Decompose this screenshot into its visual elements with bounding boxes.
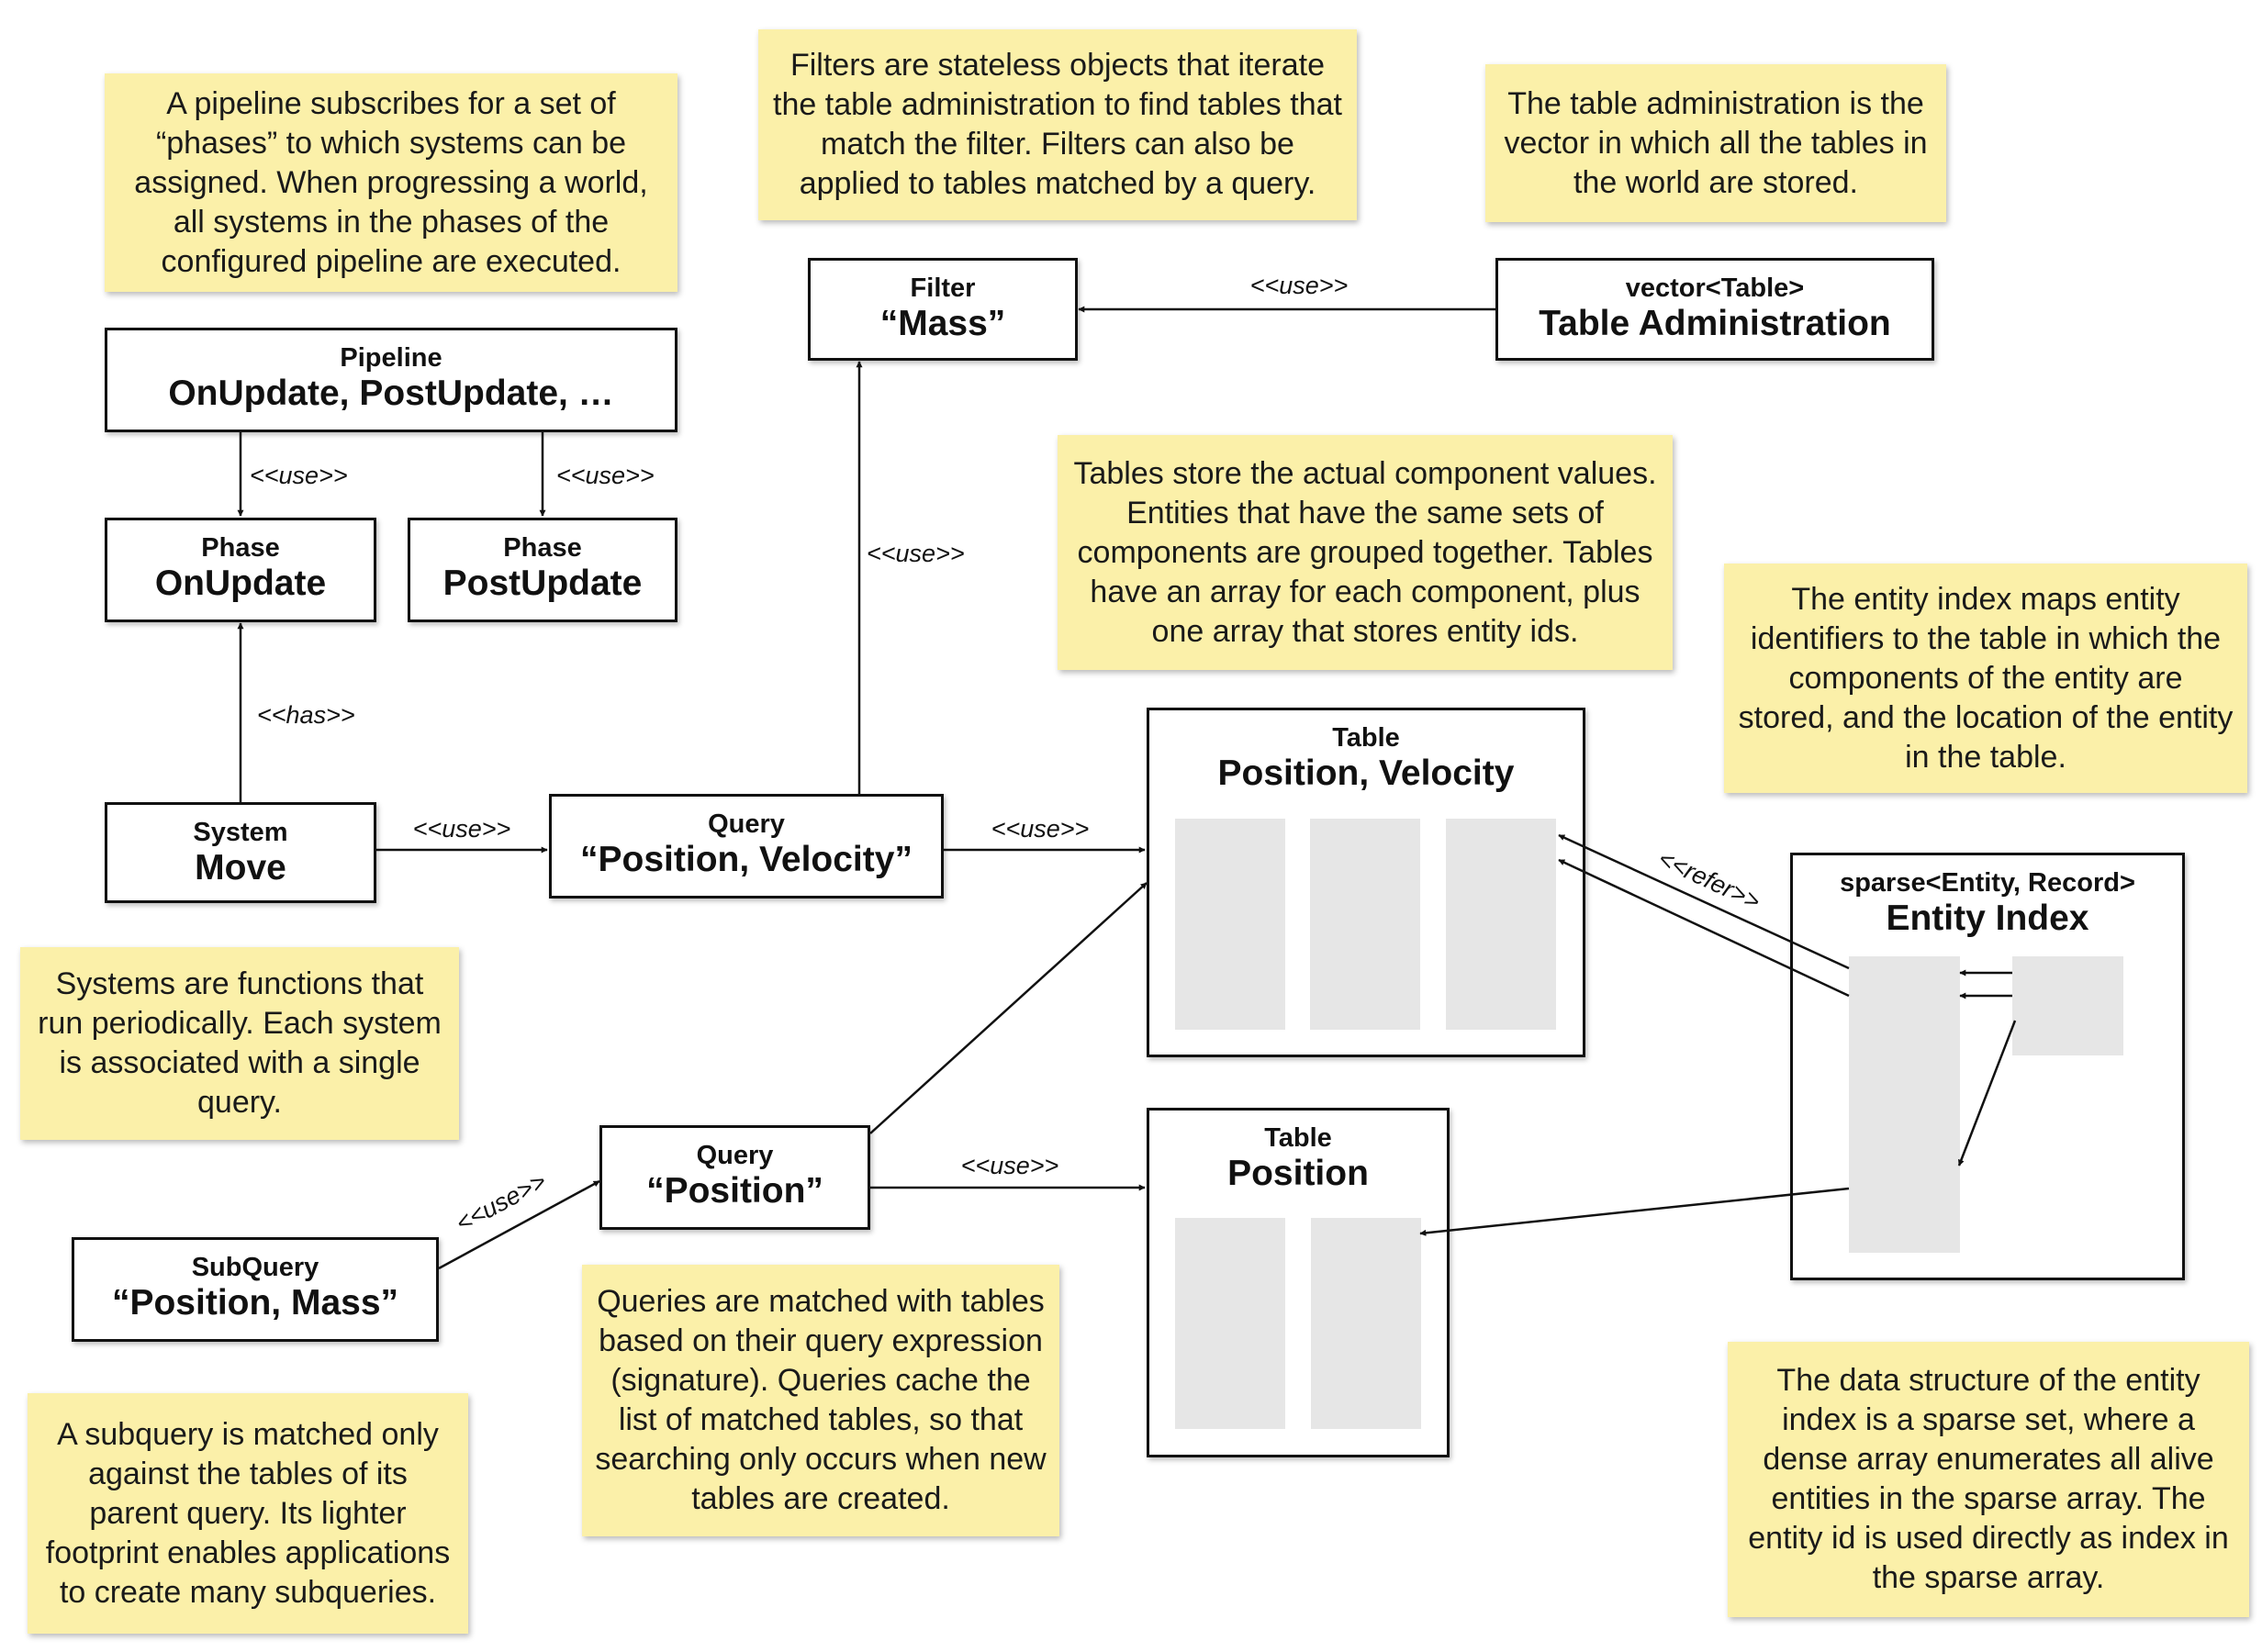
note-sparse-set: The data structure of the entity index i… <box>1728 1342 2249 1617</box>
box-title: Entity Index <box>1886 899 2089 938</box>
note-queries: Queries are matched with tables based on… <box>582 1265 1059 1536</box>
label-use: <<use>> <box>991 815 1090 843</box>
table-column-array <box>1175 1218 1285 1429</box>
arrow-refer-2 <box>1558 858 1850 998</box>
note-table-administration: The table administration is the vector i… <box>1485 64 1946 222</box>
box-title: Table Administration <box>1539 304 1891 343</box>
box-title: PostUpdate <box>442 564 643 603</box>
box-title: Position, Velocity <box>1217 753 1515 793</box>
arrow-dense-to-table-p <box>1419 1187 1850 1236</box>
box-kind: Phase <box>503 533 582 563</box>
label-use: <<use>> <box>452 1167 551 1238</box>
label-use: <<use>> <box>413 815 511 843</box>
note-entity-index: The entity index maps entity identifiers… <box>1724 564 2247 793</box>
box-kind: SubQuery <box>191 1253 319 1282</box>
dense-array <box>1849 956 1960 1253</box>
table-column-array <box>1310 819 1420 1030</box>
note-tables: Tables store the actual component values… <box>1058 435 1673 670</box>
table-column-array <box>1311 1218 1421 1429</box>
box-kind: Filter <box>910 273 976 303</box>
box-kind: Phase <box>201 533 280 563</box>
box-kind: System <box>193 818 288 847</box>
box-title: “Mass” <box>879 304 1006 343</box>
label-use: <<use>> <box>867 540 965 567</box>
label-use: <<use>> <box>250 462 348 489</box>
arrow-query-position-to-table-pv <box>869 882 1148 1134</box>
box-kind: vector<Table> <box>1625 273 1805 303</box>
box-kind: Query <box>696 1141 774 1170</box>
table-administration-box: vector<Table> Table Administration <box>1495 258 1934 361</box>
note-pipeline: A pipeline subscribes for a set of “phas… <box>105 73 677 292</box>
box-kind: sparse<Entity, Record> <box>1840 868 2135 898</box>
box-kind: Table <box>1332 723 1400 753</box>
query-position-box: Query “Position” <box>599 1125 870 1230</box>
label-use: <<use>> <box>556 462 655 489</box>
box-kind: Pipeline <box>340 343 442 373</box>
table-column-array <box>1446 819 1556 1030</box>
note-systems: Systems are functions that run periodica… <box>20 947 459 1140</box>
note-subquery: A subquery is matched only against the t… <box>28 1393 468 1634</box>
table-column-array <box>1175 819 1285 1030</box>
label-has: <<has>> <box>257 701 355 729</box>
arrow-sparse-to-dense-3 <box>1957 1020 2017 1166</box>
box-kind: Query <box>708 809 785 839</box>
box-title: Position <box>1227 1154 1369 1193</box>
label-use: <<use>> <box>961 1152 1059 1179</box>
box-title: “Position” <box>646 1171 823 1211</box>
sparse-array <box>2012 956 2123 1055</box>
pipeline-box: Pipeline OnUpdate, PostUpdate, … <box>105 328 677 432</box>
query-position-velocity-box: Query “Position, Velocity” <box>549 794 944 899</box>
box-title: “Position, Mass” <box>111 1283 399 1323</box>
box-title: OnUpdate, PostUpdate, … <box>168 374 614 413</box>
subquery-box: SubQuery “Position, Mass” <box>72 1237 439 1342</box>
arrow-refer-1 <box>1558 833 1850 970</box>
arrow-subquery-to-query <box>438 1179 600 1270</box>
box-title: OnUpdate <box>154 564 327 603</box>
system-move-box: System Move <box>105 802 376 903</box>
box-kind: Table <box>1264 1123 1332 1153</box>
filter-mass-box: Filter “Mass” <box>808 258 1078 361</box>
note-filters: Filters are stateless objects that itera… <box>758 29 1357 220</box>
phase-onupdate-box: Phase OnUpdate <box>105 518 376 622</box>
label-use: <<use>> <box>1250 272 1349 299</box>
box-title: Move <box>195 848 286 887</box>
phase-postupdate-box: Phase PostUpdate <box>408 518 677 622</box>
box-title: “Position, Velocity” <box>580 840 913 879</box>
